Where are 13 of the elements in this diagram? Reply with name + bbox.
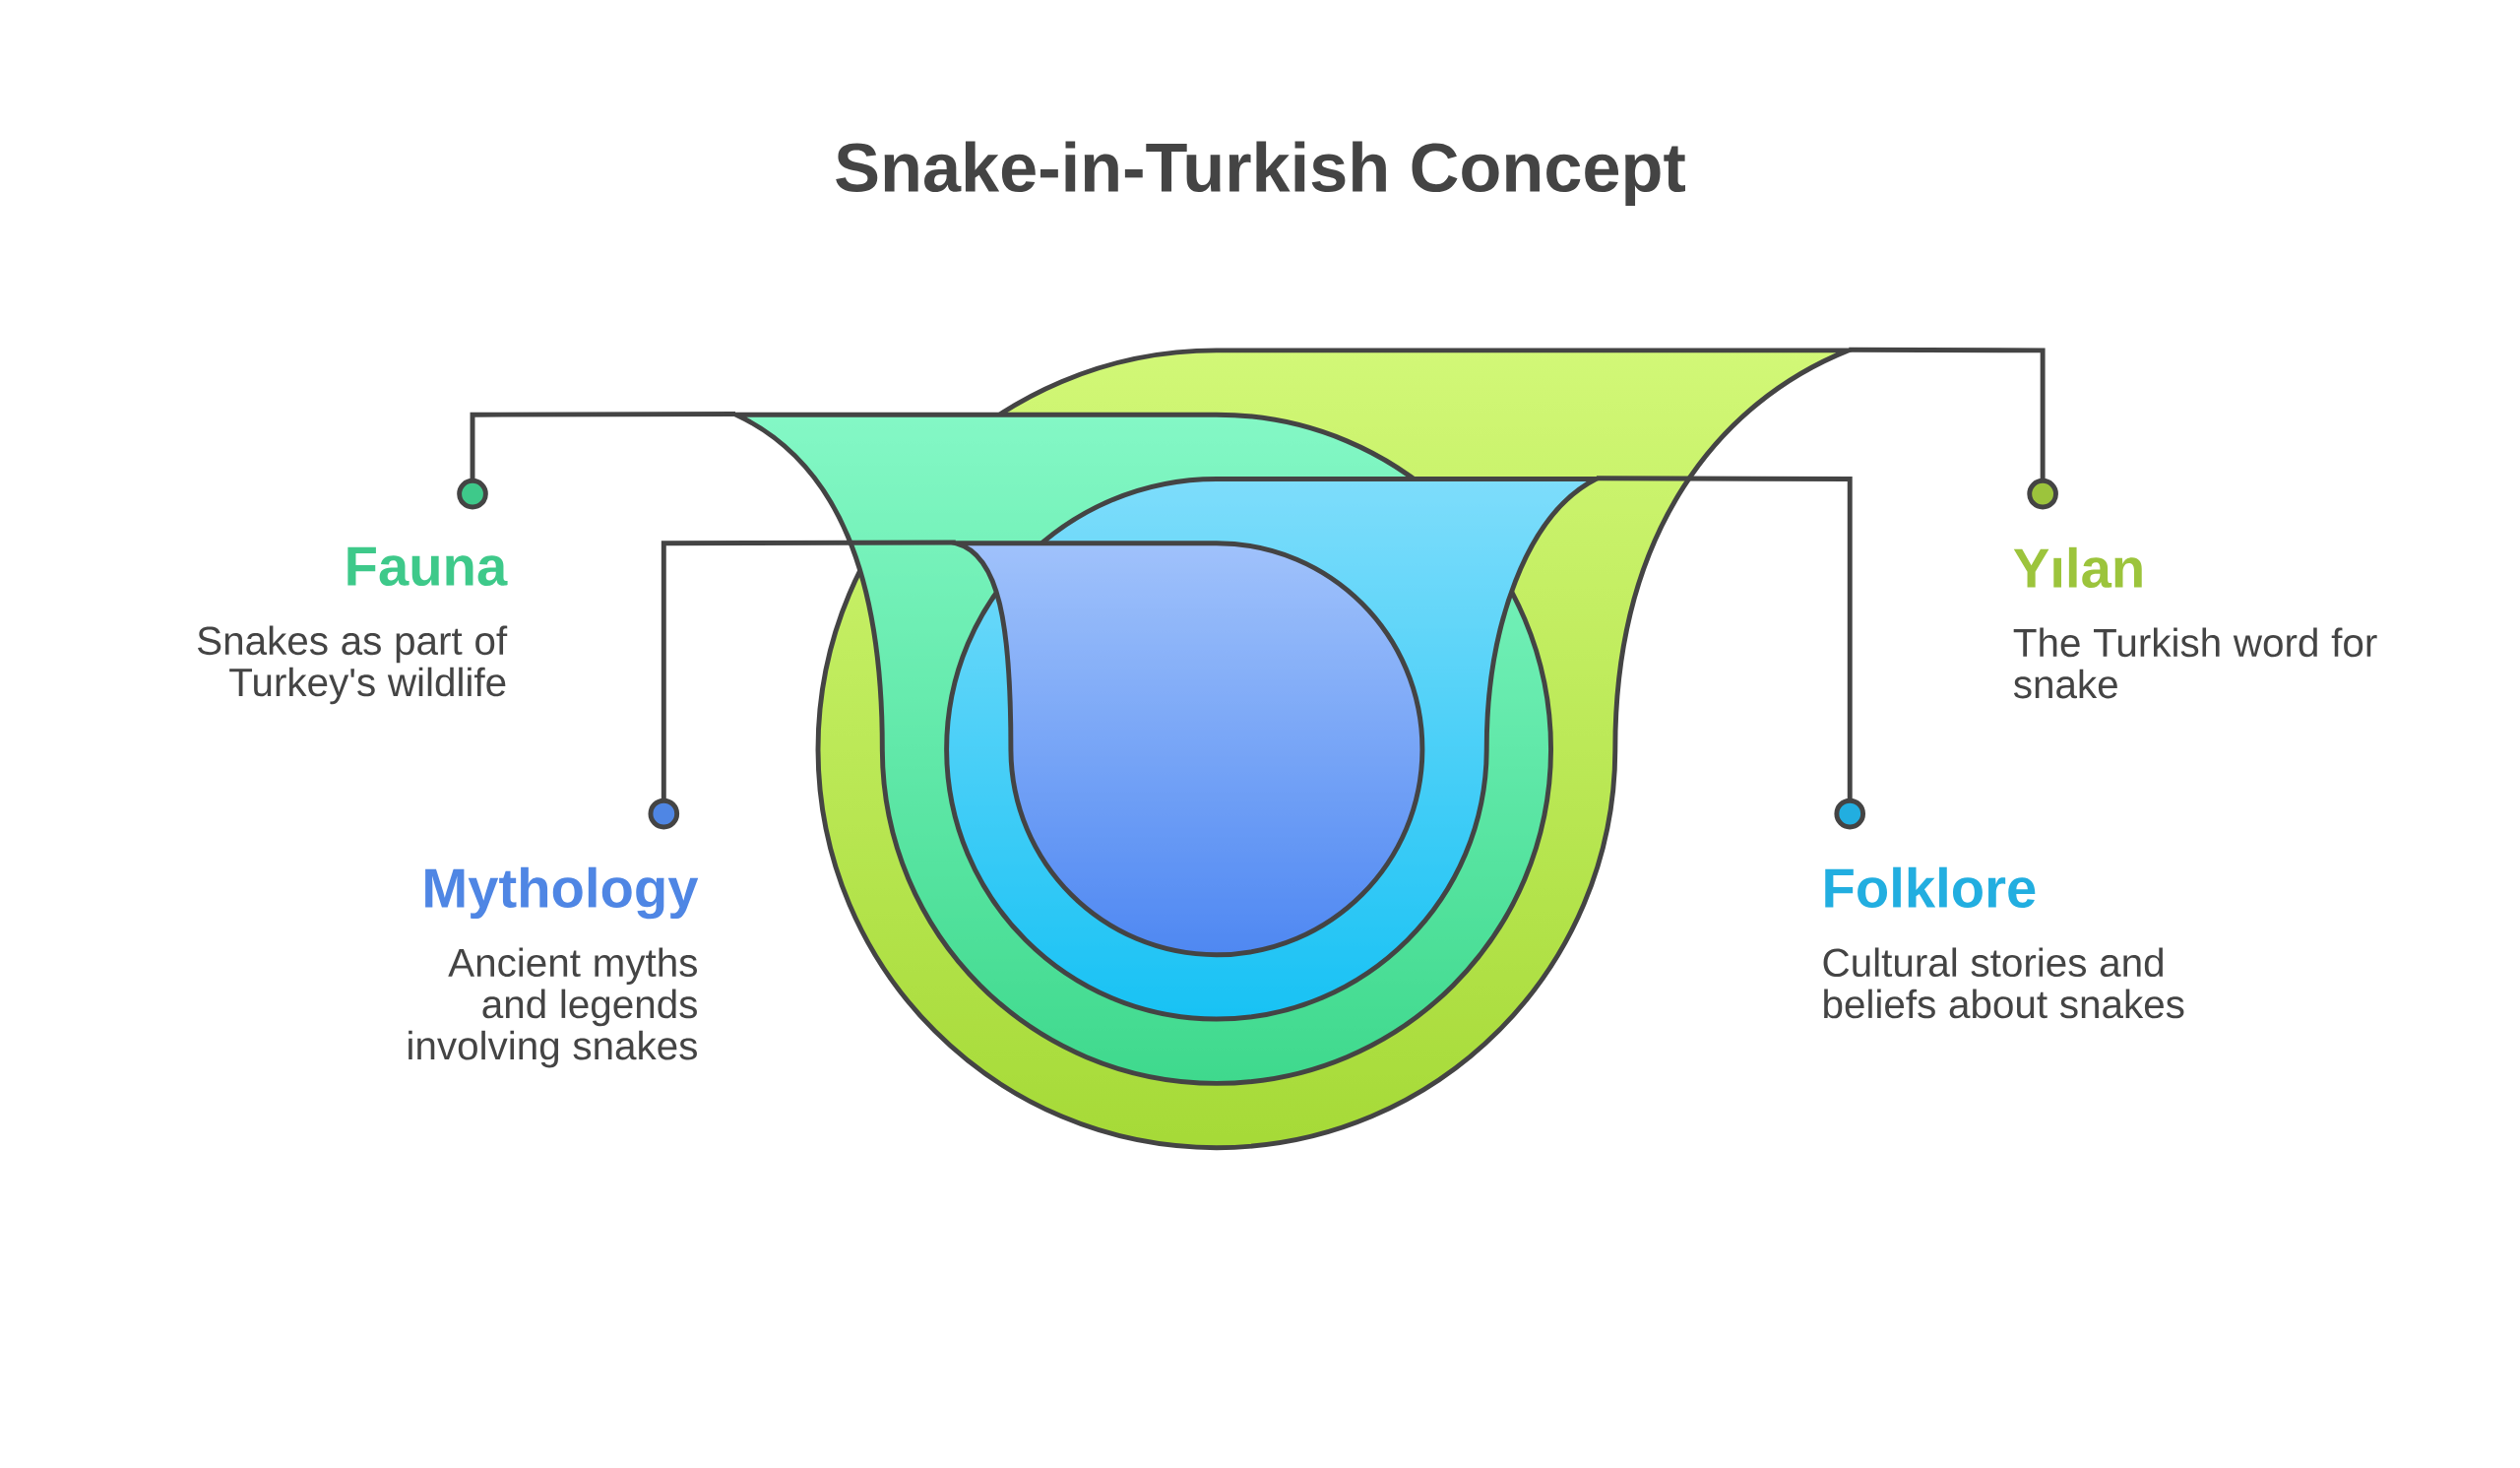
leader-line bbox=[1849, 347, 2058, 510]
label-heading: Folklore bbox=[1825, 866, 2036, 909]
label-text: Snakes as part of Turkey's wildlife bbox=[198, 625, 508, 705]
label-text: Ancient myths and legends involving snakes bbox=[409, 947, 697, 1068]
title: Snake-in-Turkish Concept bbox=[836, 141, 1685, 207]
leader-line bbox=[648, 540, 956, 830]
label-heading: Mythology bbox=[425, 866, 699, 920]
label-text: Cultural stories and beliefs about snakes bbox=[1823, 947, 2184, 1019]
label-text: The Turkish word for snake bbox=[2013, 627, 2377, 699]
leader-line bbox=[1596, 476, 1866, 830]
leader-line bbox=[457, 412, 735, 510]
label-heading: Fauna bbox=[347, 547, 508, 587]
label-heading: Yılan bbox=[2013, 547, 2142, 589]
